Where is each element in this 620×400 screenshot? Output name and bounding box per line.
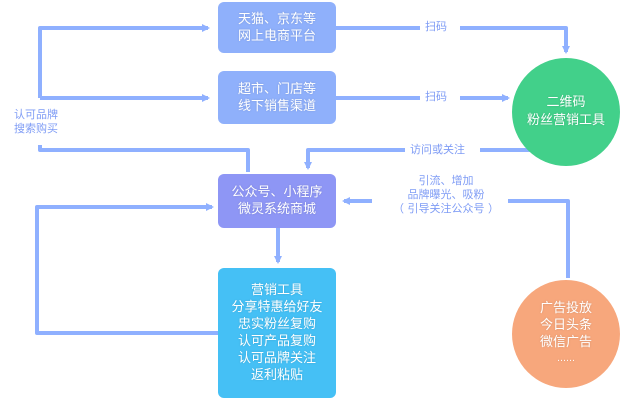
edge-qr-to-wechat-2	[304, 148, 405, 170]
node-text: 忠实粉丝复购	[237, 317, 316, 332]
node-text: 认可品牌关注	[237, 351, 316, 366]
label-line: 品牌曝光、吸粉	[407, 188, 485, 201]
node-advertising[interactable]: 广告投放 今日头条 微信广告 ……	[512, 280, 620, 388]
node-text: 认可产品复购	[237, 334, 316, 349]
node-wechat-mall[interactable]: 公众号、小程序 微灵系统商城	[218, 174, 336, 228]
node-text: 天猫、京东等	[237, 11, 316, 27]
node-text: 返利粘贴	[250, 368, 303, 383]
edge-online-to-qr-2	[460, 26, 570, 54]
node-qrcode-tools[interactable]: 二维码 粉丝营销工具	[512, 58, 620, 166]
node-text: 微灵系统商城	[237, 202, 316, 217]
node-text: 广告投放	[539, 301, 592, 316]
label-line: 引流、增加	[418, 174, 474, 187]
label-line: （ 引导关注公众号 ）	[393, 202, 499, 215]
node-offline-channels[interactable]: 超市、门店等 线下销售渠道	[218, 71, 336, 124]
label-line: 认可品牌	[14, 108, 58, 121]
node-marketing-tools[interactable]: 营销工具 分享特惠给好友 忠实粉丝复购 认可产品复购 认可品牌关注 返利粘贴	[218, 268, 336, 398]
edge-label-scan-online: 扫码	[425, 20, 447, 34]
edge-label-brand-search: 认可品牌 搜索购买	[14, 108, 58, 136]
label-line: 搜索购买	[14, 122, 58, 135]
edge-label-traffic: 引流、增加 品牌曝光、吸粉 （ 引导关注公众号 ）	[388, 174, 504, 216]
node-text: 营销工具	[250, 283, 303, 298]
edge-label-scan-offline: 扫码	[425, 90, 447, 104]
node-text: 微信广告	[539, 335, 592, 350]
edge-tools-to-wechat	[35, 203, 218, 335]
edge-wechat-to-brand	[38, 145, 250, 172]
node-text: 超市、门店等	[237, 81, 316, 97]
node-text: 今日头条	[539, 318, 592, 333]
edge-label-visit-follow: 访问或关注	[410, 143, 465, 157]
node-online-platforms[interactable]: 天猫、京东等 网上电商平台	[218, 2, 336, 53]
node-text: 网上电商平台	[237, 28, 316, 44]
node-text: 公众号、小程序	[231, 185, 323, 200]
edge-brand-to-online	[38, 24, 210, 98]
node-text: 二维码	[546, 95, 586, 110]
edge-ads-to-wechat	[508, 199, 570, 278]
node-text: 线下销售渠道	[237, 98, 316, 114]
node-text: 分享特惠给好友	[231, 300, 323, 315]
node-text: 粉丝营销工具	[526, 113, 605, 128]
node-text: ……	[557, 354, 575, 364]
